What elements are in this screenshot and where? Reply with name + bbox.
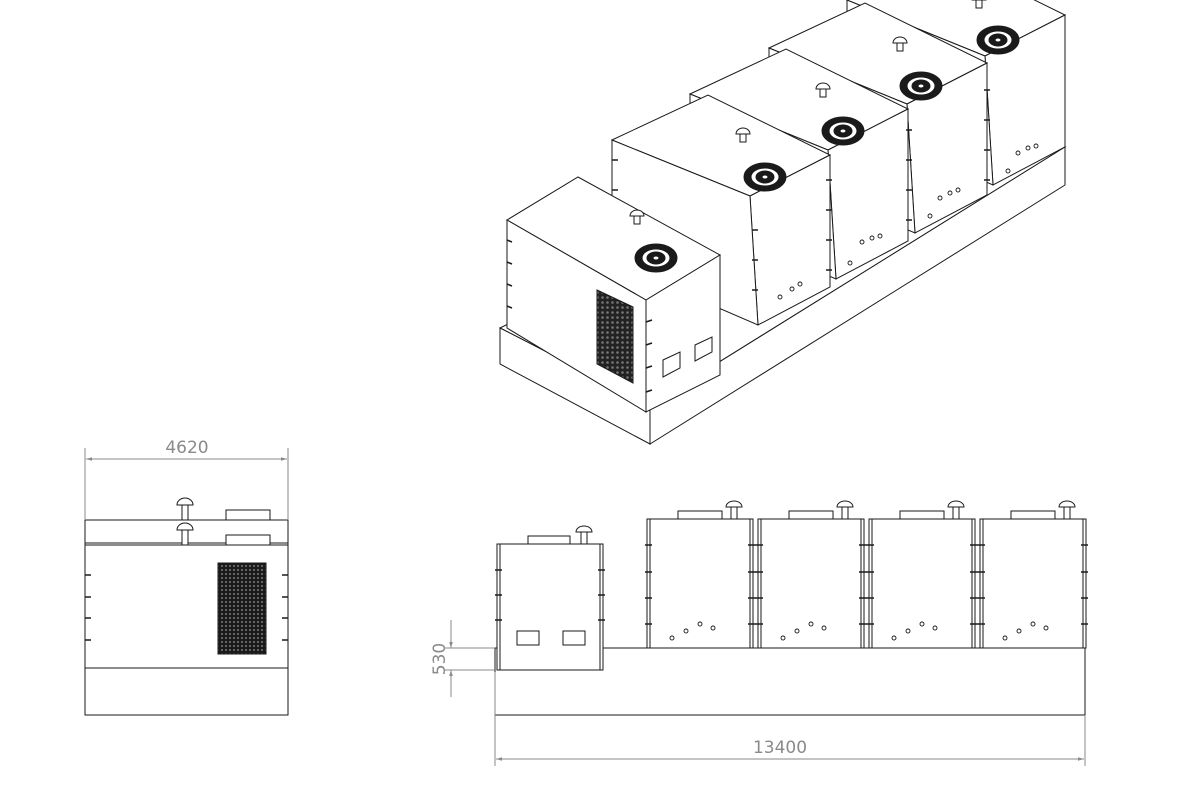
- iso-grille: [596, 289, 634, 384]
- front-module-5: [979, 500, 1087, 649]
- dimension-length-label: 13400: [753, 738, 807, 758]
- insulator-icon: [634, 243, 678, 273]
- dimension-base-height-label: 530: [430, 643, 450, 675]
- mushroom-vent-icon: [575, 525, 593, 545]
- front-window-1: [516, 630, 540, 646]
- side-view: [84, 497, 289, 716]
- front-module-1: [496, 525, 604, 671]
- insulator-icon: [976, 25, 1020, 55]
- insulator-icon: [899, 71, 943, 101]
- dimension-width-label: 4620: [165, 438, 208, 458]
- dimension-width: [84, 448, 289, 520]
- insulator-icon: [743, 162, 787, 192]
- front-module-4: [868, 500, 976, 649]
- side-grille: [217, 562, 267, 655]
- front-vent-holes: [669, 621, 1049, 641]
- iso-top-fixtures: [629, 0, 1020, 273]
- front-module-2: [646, 500, 754, 649]
- front-module-3: [757, 500, 865, 649]
- front-hinges: [495, 544, 1088, 625]
- isometric-view: [498, 0, 1067, 445]
- mushroom-vent-icon: [815, 82, 831, 98]
- iso-window-1: [662, 351, 681, 378]
- dimension-length: [494, 672, 1086, 766]
- mushroom-vent-icon: [892, 36, 908, 52]
- mushroom-vent-icon: [629, 209, 645, 225]
- dimension-base-height: [444, 620, 497, 697]
- side-base: [84, 667, 289, 716]
- mushroom-vent-icon: [735, 127, 751, 143]
- front-window-2: [562, 630, 586, 646]
- mushroom-vent-icon: [176, 522, 194, 546]
- iso-vent-holes: [777, 143, 1039, 300]
- front-view: [494, 500, 1088, 716]
- insulator-icon: [821, 116, 865, 146]
- mushroom-vent-icon: [971, 0, 987, 9]
- iso-window-2: [694, 336, 713, 362]
- iso-module-2: [610, 94, 832, 326]
- mushroom-vent-icon: [176, 497, 194, 521]
